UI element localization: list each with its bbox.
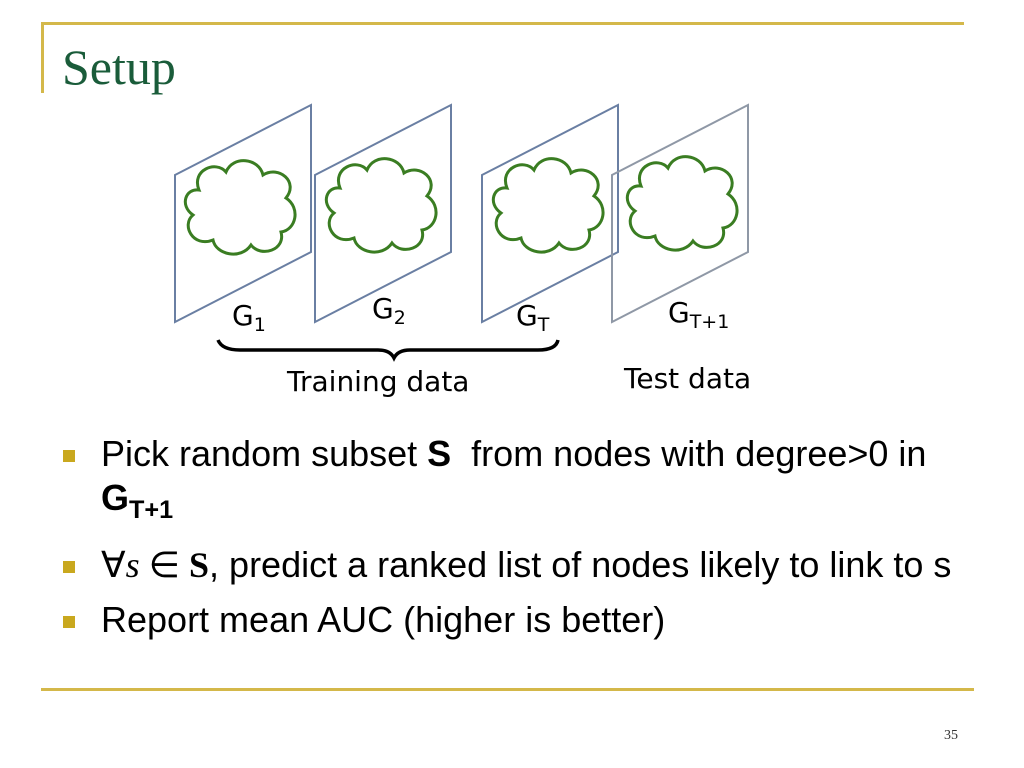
cloud-shape-2 <box>324 157 438 254</box>
training-data-label: Training data <box>286 365 469 398</box>
forall-expression: ∀s ∈ S <box>101 545 210 586</box>
graph-symbol: GT+1 <box>101 477 174 525</box>
bullet-square-icon <box>63 616 75 629</box>
bottom-rule <box>41 688 974 691</box>
bullet-square-icon <box>63 450 75 462</box>
graph-panel-1 <box>174 103 312 324</box>
graph-label-t-plus-1: GT+1 <box>668 296 729 333</box>
bullet-item-2: ∀s ∈ S, predict a ranked list of nodes l… <box>60 543 980 587</box>
subset-symbol: S <box>427 433 452 474</box>
bullet-list: Pick random subset S from nodes with deg… <box>60 432 980 642</box>
cloud-shape-t-plus-1 <box>625 155 739 252</box>
cloud-shape-1 <box>183 159 297 256</box>
cloud-shape-t <box>491 157 605 254</box>
test-data-label: Test data <box>623 362 751 395</box>
bullet-item-1: Pick random subset S from nodes with deg… <box>60 432 980 532</box>
bullet-item-3: Report mean AUC (higher is better) <box>60 598 980 642</box>
training-brace <box>216 339 560 362</box>
graph-panel-t <box>481 103 619 324</box>
graph-label-t: GT <box>516 299 550 336</box>
graph-panel-2 <box>314 103 452 324</box>
top-rule <box>41 22 964 25</box>
graph-label-1: G1 <box>232 299 266 336</box>
graph-sequence-diagram: G1 G2 GT GT+1 Training data Test data <box>174 103 751 398</box>
slide-title: Setup <box>62 39 176 95</box>
left-rule <box>41 22 44 93</box>
graph-label-2: G2 <box>372 292 406 329</box>
page-number: 35 <box>944 728 958 743</box>
bullet-square-icon <box>63 561 75 574</box>
graph-panel-t-plus-1 <box>611 103 749 324</box>
